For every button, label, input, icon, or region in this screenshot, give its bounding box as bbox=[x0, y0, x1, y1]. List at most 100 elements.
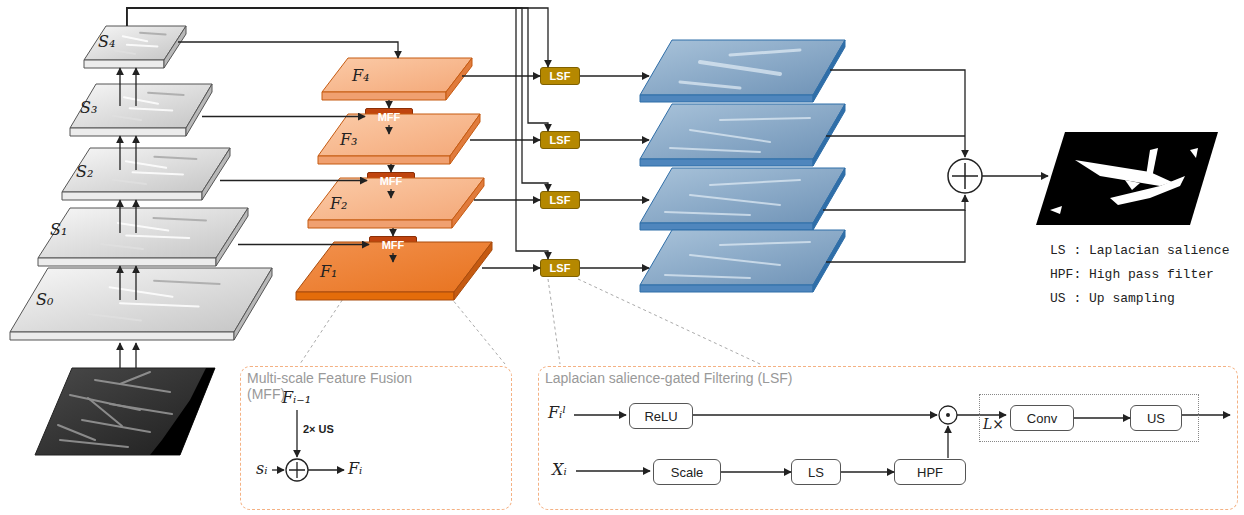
drawing-part bbox=[690, 255, 780, 265]
drawing-part bbox=[454, 242, 492, 300]
legend-note: HPF: High pass filter bbox=[1050, 267, 1214, 282]
arrow-line bbox=[474, 199, 540, 200]
drawing-part bbox=[322, 92, 446, 100]
drawing-part bbox=[813, 104, 845, 166]
drawing-part bbox=[89, 314, 141, 320]
encoder-slab: S₂ bbox=[62, 148, 230, 200]
arrow-line bbox=[482, 267, 540, 268]
drawing-part bbox=[1050, 148, 1198, 214]
arrow-line bbox=[392, 228, 393, 236]
label-holder: sᵢ bbox=[256, 459, 267, 478]
drawing-part bbox=[576, 470, 650, 471]
drawing-part bbox=[640, 104, 845, 159]
box-label: Scale bbox=[671, 465, 704, 480]
label-holder: US : Up sampling bbox=[1050, 288, 1175, 306]
flow-arrow bbox=[120, 266, 136, 300]
process-box: ReLU bbox=[629, 403, 693, 429]
drawing-part bbox=[318, 156, 450, 164]
encoder-slab: S₀ bbox=[10, 268, 272, 340]
box-label: US bbox=[1147, 411, 1165, 426]
wires bbox=[580, 70, 1048, 268]
math-symbol: Fᵢ₋₁ bbox=[282, 388, 311, 407]
drawing-part bbox=[38, 258, 216, 266]
label-holder: Fᵢ bbox=[348, 459, 362, 478]
flow-arrow bbox=[391, 164, 392, 172]
drawing-part bbox=[446, 58, 472, 100]
drawing-part bbox=[126, 236, 189, 239]
arrow-line bbox=[178, 42, 398, 58]
drawing-part bbox=[578, 279, 760, 364]
process-box: Conv bbox=[1010, 405, 1074, 431]
drawing-part bbox=[308, 469, 344, 470]
slab-label: F₁ bbox=[320, 262, 338, 281]
drawing-part bbox=[58, 372, 172, 447]
flow-arrow bbox=[127, 8, 548, 259]
drawing-part bbox=[289, 462, 305, 478]
label-holder: LS : Laplacian salience bbox=[1050, 240, 1229, 258]
drawing-part bbox=[62, 192, 202, 200]
box-label: MFF bbox=[382, 239, 405, 251]
box-label: LS bbox=[808, 465, 824, 480]
drawing-part bbox=[148, 93, 184, 95]
drawing-part bbox=[730, 50, 800, 55]
flow-arrow bbox=[127, 8, 548, 131]
drawing-part bbox=[665, 212, 750, 215]
slab-label: S₄ bbox=[98, 32, 115, 51]
map-texture bbox=[665, 50, 810, 278]
flow-arrow bbox=[389, 100, 390, 108]
flow-arrow bbox=[120, 136, 136, 170]
arrow-line bbox=[470, 139, 540, 140]
input-image bbox=[35, 343, 215, 455]
drawing-part bbox=[58, 425, 95, 440]
drawing-part bbox=[946, 413, 950, 417]
drawing-part bbox=[286, 459, 308, 481]
drawing-part bbox=[38, 208, 248, 258]
arrow-line bbox=[220, 180, 367, 181]
flow-arrow bbox=[391, 189, 392, 198]
drawing-part bbox=[135, 343, 136, 368]
panel-title: Multi-scale Feature Fusion (MFF) bbox=[247, 370, 447, 402]
drawing-part bbox=[154, 218, 207, 221]
sum-symbol bbox=[948, 159, 982, 193]
flow-arrow bbox=[841, 472, 894, 473]
drawing-part bbox=[813, 168, 845, 230]
label-holder: Fᵢˡ bbox=[548, 403, 566, 422]
arrow-line bbox=[127, 8, 548, 67]
math-symbol: Fᵢ bbox=[348, 459, 362, 478]
drawing-part bbox=[1036, 132, 1218, 225]
drawing-part bbox=[272, 469, 284, 470]
drawing-part bbox=[1110, 176, 1185, 205]
process-box: Scale bbox=[653, 459, 721, 485]
drawing-part bbox=[830, 70, 965, 157]
drawing-part bbox=[186, 84, 212, 136]
flow-arrow bbox=[238, 244, 369, 245]
drawing-part bbox=[957, 414, 1006, 415]
drawing-part bbox=[126, 161, 166, 168]
arrow-line bbox=[392, 253, 393, 262]
drawing-part bbox=[150, 368, 215, 455]
flow-arrow bbox=[1074, 418, 1130, 419]
math-symbol: Fᵢˡ bbox=[548, 403, 566, 422]
flow-arrow bbox=[178, 42, 398, 58]
arrow-line bbox=[388, 125, 389, 134]
drawing-part bbox=[296, 292, 454, 300]
drawing-part bbox=[10, 268, 272, 332]
drawing-part bbox=[813, 40, 845, 102]
drawing-part bbox=[130, 108, 173, 110]
slab-label: S₂ bbox=[76, 162, 93, 181]
flow-arrow bbox=[389, 125, 390, 134]
process-box: US bbox=[1130, 405, 1182, 431]
arrow-line bbox=[202, 116, 365, 117]
drawing-part bbox=[115, 50, 135, 53]
drawing-part bbox=[574, 414, 626, 415]
arrow-line bbox=[135, 266, 136, 300]
arrow-line bbox=[238, 244, 369, 245]
mff-detail bbox=[272, 410, 344, 481]
drawing-part bbox=[947, 426, 948, 458]
box-label: L× bbox=[983, 416, 1004, 432]
process-box: LS bbox=[791, 459, 841, 485]
drawing-part bbox=[95, 380, 170, 392]
drawing-part bbox=[826, 210, 965, 262]
arrow-line bbox=[127, 8, 548, 131]
flow-arrow bbox=[127, 8, 548, 67]
